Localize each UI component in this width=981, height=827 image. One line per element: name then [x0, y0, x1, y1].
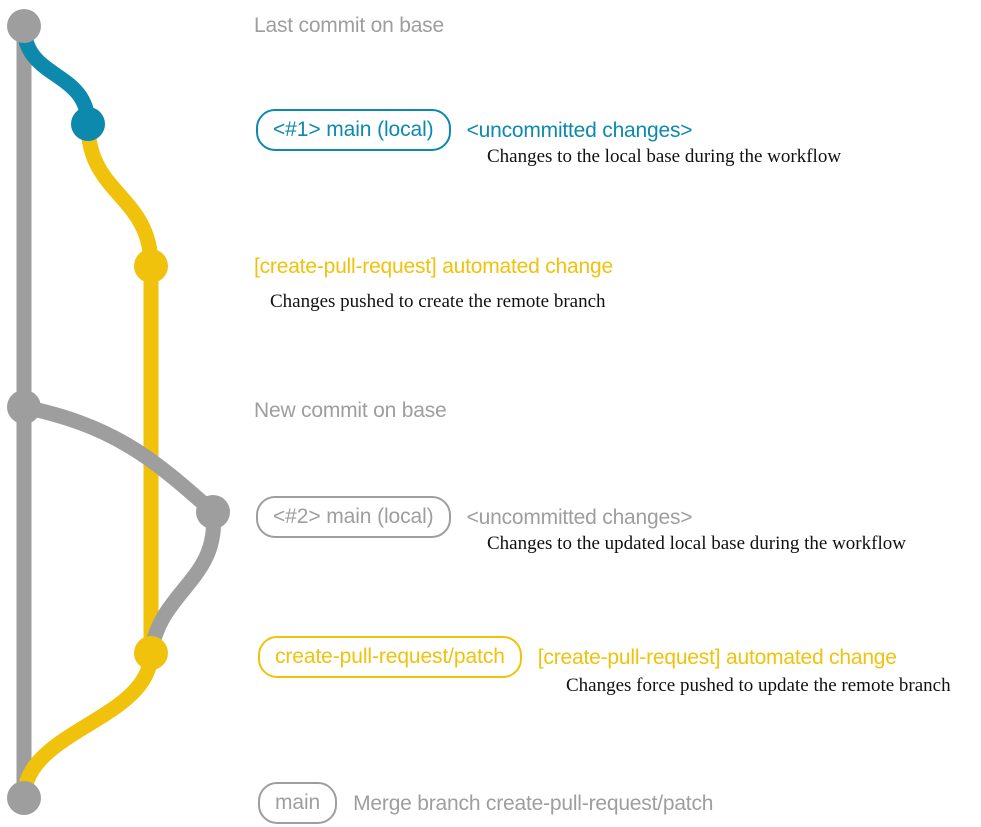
commit-node-local-1	[71, 107, 105, 141]
row-patch-branch: create-pull-request/patch [create-pull-r…	[258, 636, 897, 678]
ref-pill-main[interactable]: main	[258, 782, 338, 824]
row-local-commit-1: <#1> main (local) <uncommitted changes>	[256, 109, 693, 151]
commit-node-base-2	[7, 390, 41, 424]
commit-subject-merge: Merge branch create-pull-request/patch	[353, 791, 714, 815]
ref-pill-create-pull-request-patch[interactable]: create-pull-request/patch	[258, 636, 522, 678]
edge-patch-to-merge-commit	[16, 645, 159, 806]
ref-pill-main-local-1[interactable]: <#1> main (local)	[256, 109, 451, 151]
row-local-commit-2: <#2> main (local) <uncommitted changes>	[256, 496, 693, 538]
edge-local-to-patch	[80, 116, 159, 274]
row-merge-commit: main Merge branch create-pull-request/pa…	[258, 782, 713, 824]
commit-node-patch-1	[134, 249, 168, 283]
commit-subject-uncommitted-2: <uncommitted changes>	[466, 505, 693, 529]
edge-merge-to-patch	[143, 504, 222, 661]
heading-last-commit-on-base: Last commit on base	[254, 14, 444, 37]
ref-pill-main-local-2[interactable]: <#2> main (local)	[256, 496, 451, 538]
note-local-commit-1: Changes to the local base during the wor…	[487, 146, 842, 167]
commit-node-patch-2	[134, 636, 168, 670]
commit-subject-uncommitted-1: <uncommitted changes>	[466, 118, 693, 142]
note-automated-change-1: Changes pushed to create the remote bran…	[270, 291, 606, 312]
heading-automated-change-1: [create-pull-request] automated change	[254, 255, 613, 278]
note-local-commit-2: Changes to the updated local base during…	[487, 533, 906, 554]
commit-node-merge	[7, 781, 41, 815]
edge-base-to-merge	[16, 399, 221, 520]
commit-node-base-1	[7, 9, 41, 43]
note-automated-change-2: Changes force pushed to update the remot…	[566, 675, 951, 696]
heading-new-commit-on-base: New commit on base	[254, 399, 447, 422]
commit-subject-automated-change-2: [create-pull-request] automated change	[537, 645, 897, 669]
edge-base-to-local	[16, 18, 96, 132]
commit-node-local-2	[196, 495, 230, 529]
